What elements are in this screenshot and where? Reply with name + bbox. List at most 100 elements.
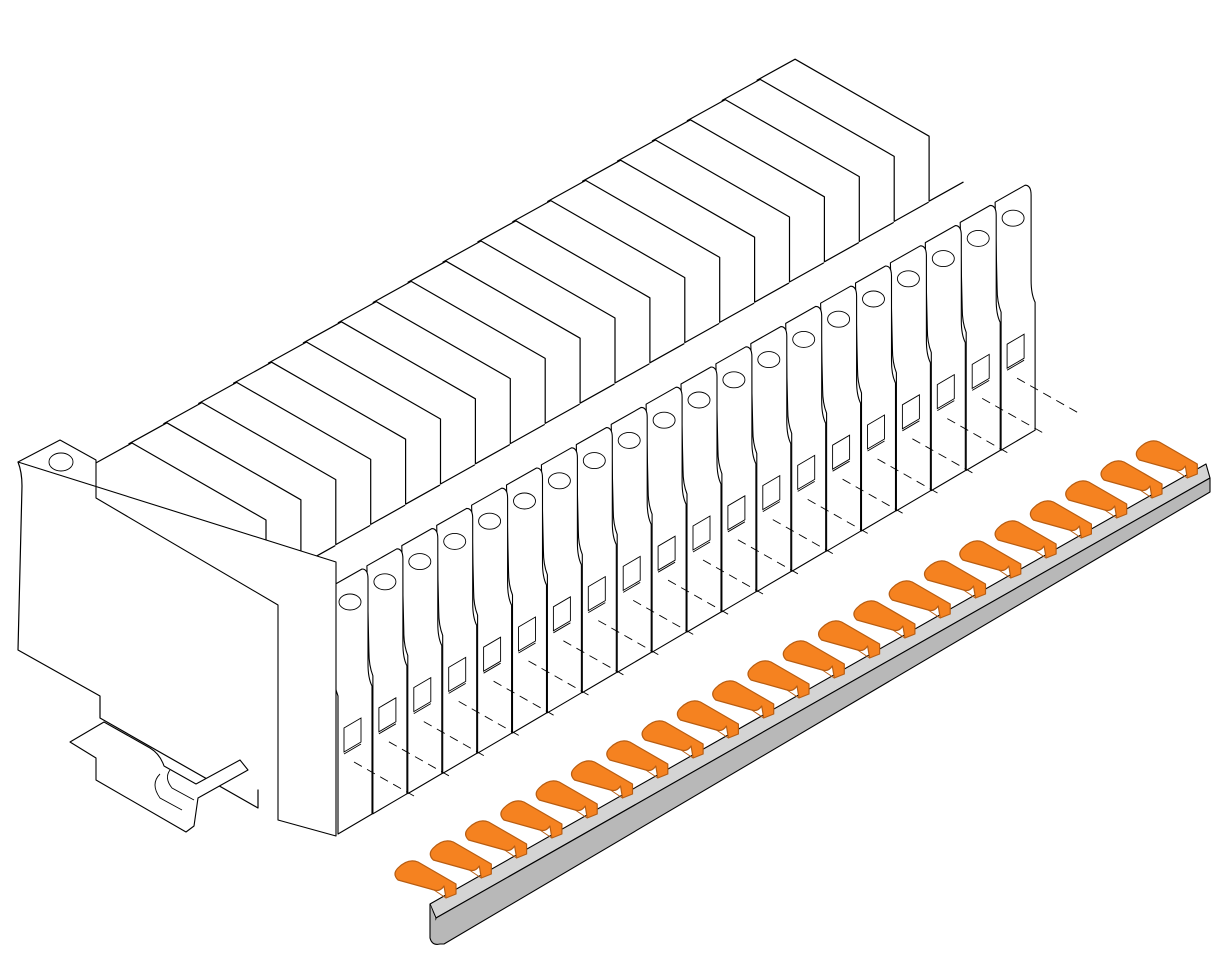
block-back-edge xyxy=(198,381,406,526)
screw-hole xyxy=(722,371,746,389)
block-back-edge xyxy=(477,220,685,364)
clamp-window xyxy=(378,697,397,735)
din-rail xyxy=(69,721,249,833)
pin-edge xyxy=(574,809,588,819)
pin-tab xyxy=(394,860,457,899)
pin-edge xyxy=(751,709,764,719)
screw-hole xyxy=(408,553,432,571)
block-back-edge xyxy=(163,402,371,546)
block-back-edge xyxy=(616,139,825,283)
guide-line xyxy=(807,499,868,534)
busbar-pin xyxy=(1100,460,1163,499)
pin-tab xyxy=(782,640,845,679)
busbar-pin xyxy=(923,560,987,599)
end-plate xyxy=(17,439,337,837)
terminal-block xyxy=(267,341,548,734)
block-back-edge xyxy=(721,78,929,222)
pin-tab xyxy=(465,820,528,859)
pin-edge xyxy=(610,789,623,799)
clamp-window xyxy=(901,394,920,432)
guide-line xyxy=(563,640,624,676)
clamp-window xyxy=(657,535,676,573)
block-front-face xyxy=(436,507,478,774)
screw-hole xyxy=(652,411,676,429)
pin-tab xyxy=(500,800,563,839)
block-back-edge xyxy=(267,341,476,485)
screw-hole xyxy=(513,492,536,510)
pin-tab xyxy=(712,680,775,719)
pin-tab xyxy=(535,780,598,819)
guide-line xyxy=(702,559,764,595)
guide-line xyxy=(842,478,903,514)
pin-edge xyxy=(716,729,729,739)
clamp-window xyxy=(1006,333,1025,371)
screw-hole xyxy=(443,532,467,550)
terminal-block xyxy=(372,280,652,673)
clamp-window xyxy=(797,454,816,492)
pin-tab xyxy=(641,720,704,759)
block-back-edge xyxy=(756,58,964,202)
busbar-pin xyxy=(1029,500,1092,539)
screw-hole xyxy=(1001,209,1025,227)
comb-busbar xyxy=(394,440,1211,945)
clamp-window xyxy=(448,656,467,694)
busbar-pin xyxy=(429,840,492,879)
busbar-pin xyxy=(676,700,739,739)
pin-edge xyxy=(998,569,1012,579)
guide-line xyxy=(772,519,834,554)
busbar-pin xyxy=(747,660,810,699)
block-back-edge xyxy=(302,321,510,465)
terminal-block xyxy=(512,200,792,593)
busbar-pin xyxy=(782,640,845,679)
terminal-block xyxy=(407,260,687,653)
din-rail-slot xyxy=(154,769,195,811)
screw-hole xyxy=(896,270,920,288)
clamp-window xyxy=(343,717,362,755)
terminal-block xyxy=(337,301,617,694)
busbar-pin xyxy=(1135,440,1198,479)
terminal-block xyxy=(756,58,1036,451)
busbar-pin xyxy=(535,780,598,819)
terminal-block xyxy=(686,98,966,492)
block-back-edge xyxy=(686,98,894,243)
guide-line xyxy=(598,620,659,655)
busbar-pin xyxy=(394,860,457,899)
screw-hole xyxy=(547,472,571,490)
clamp-window xyxy=(622,555,641,593)
pin-tab xyxy=(1135,440,1198,479)
alignment-guides xyxy=(353,377,1078,797)
clamp-window xyxy=(762,474,781,512)
pin-tab xyxy=(1065,480,1128,519)
busbar-rail-end xyxy=(429,904,444,945)
guide-line xyxy=(947,418,1008,453)
busbar-pin xyxy=(818,620,881,659)
screw-hole xyxy=(792,330,816,348)
pin-edge xyxy=(1104,509,1117,519)
terminal-blocks-stack xyxy=(17,58,1036,837)
busbar-pin xyxy=(500,800,563,839)
block-front-face xyxy=(715,346,757,613)
end-plate-outline xyxy=(17,461,259,809)
block-back-edge xyxy=(547,179,755,323)
guide-line xyxy=(353,761,415,797)
pin-edge xyxy=(1069,529,1082,539)
busbar-pin xyxy=(853,600,916,639)
pin-edge xyxy=(504,849,517,859)
guide-line xyxy=(912,438,973,474)
block-front-face xyxy=(505,467,548,734)
guide-line xyxy=(981,398,1043,433)
pin-tab xyxy=(1029,500,1092,539)
pin-edge xyxy=(539,829,553,839)
guide-line xyxy=(667,579,729,615)
block-back-edge xyxy=(651,119,860,263)
block-front-face xyxy=(820,285,862,552)
guide-line xyxy=(737,539,799,575)
block-front-face xyxy=(680,366,722,633)
screw-hole xyxy=(48,452,74,472)
terminal-block xyxy=(721,78,1001,471)
pin-edge xyxy=(786,689,800,699)
clamp-window xyxy=(867,414,885,452)
block-back-edge xyxy=(233,361,441,505)
pin-edge xyxy=(1139,489,1153,499)
